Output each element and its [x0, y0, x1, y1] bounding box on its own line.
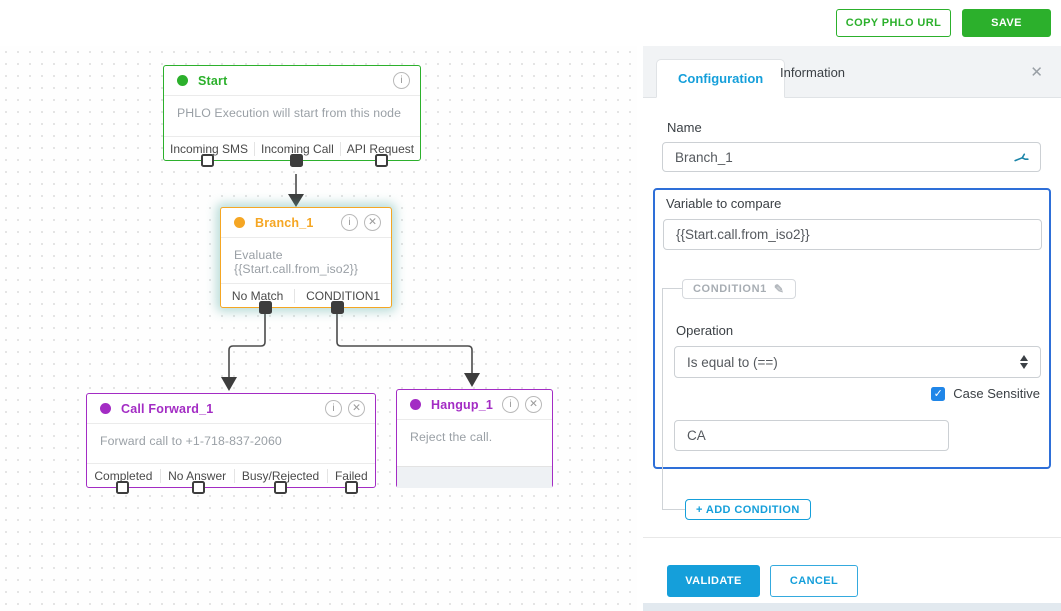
pencil-icon[interactable]: ✎ — [773, 282, 785, 296]
connector-lines — [221, 174, 480, 391]
compare-value-input[interactable]: CA — [674, 420, 949, 451]
condition1-chip[interactable]: CONDITION1 ✎ — [682, 279, 796, 299]
configuration-panel: Configuration Information ✕ Name Branch_… — [643, 46, 1061, 611]
panel-footer-divider — [643, 537, 1061, 538]
case-sensitive-label: Case Sensitive — [953, 386, 1040, 401]
select-updown-icon — [1020, 355, 1028, 369]
delete-node-icon[interactable]: ✕ — [525, 396, 542, 413]
tab-information[interactable]: Information — [780, 64, 846, 80]
port-no-match[interactable] — [259, 301, 272, 314]
case-sensitive-checkbox[interactable]: ✓ — [931, 386, 946, 401]
close-panel-icon[interactable]: ✕ — [1030, 64, 1043, 81]
condition-tree-stub — [662, 509, 685, 510]
port-condition1[interactable] — [331, 301, 344, 314]
flow-canvas[interactable]: Start i PHLO Execution will start from t… — [0, 46, 637, 611]
output-label: Completed — [94, 469, 153, 483]
edit-pen-icon[interactable] — [1013, 150, 1030, 170]
info-icon[interactable]: i — [502, 396, 519, 413]
output-label: Busy/Rejected — [233, 469, 327, 483]
compare-value: CA — [687, 428, 706, 443]
save-button[interactable]: SAVE — [962, 9, 1051, 37]
port-incoming-call[interactable] — [290, 154, 303, 167]
panel-tab-bar: Configuration Information ✕ — [643, 46, 1061, 98]
status-dot — [177, 75, 188, 86]
arrowhead — [221, 377, 237, 391]
port-failed[interactable] — [345, 481, 358, 494]
info-icon[interactable]: i — [393, 72, 410, 89]
status-dot — [410, 399, 421, 410]
variable-to-compare-label: Variable to compare — [666, 196, 782, 211]
node-description: Forward call to +1-718-837-2060 — [100, 434, 282, 448]
node-title: Start — [198, 73, 228, 88]
node-title: Hangup_1 — [431, 397, 494, 412]
node-footer-empty — [397, 466, 552, 488]
arrowhead — [288, 194, 304, 207]
output-label: CONDITION1 — [294, 289, 391, 303]
port-busy-rejected[interactable] — [274, 481, 287, 494]
connector-nomatch-callforward — [228, 313, 266, 378]
case-sensitive-row: ✓ Case Sensitive — [931, 386, 1040, 401]
copy-phlo-url-button[interactable]: COPY PHLO URL — [836, 9, 951, 37]
variable-to-compare-input[interactable]: {{Start.call.from_iso2}} — [663, 219, 1042, 250]
condition-group-box — [653, 188, 1051, 469]
delete-node-icon[interactable]: ✕ — [364, 214, 381, 231]
condition-tree-stub — [662, 288, 682, 289]
output-label: Incoming SMS — [170, 142, 249, 156]
node-branch-header: Branch_1 i ✕ — [221, 208, 391, 238]
output-label: No Answer — [159, 469, 234, 483]
node-outputs: No Match CONDITION1 — [221, 283, 391, 308]
add-condition-button[interactable]: + ADD CONDITION — [685, 499, 811, 520]
node-title: Call Forward_1 — [121, 401, 214, 416]
info-icon[interactable]: i — [341, 214, 358, 231]
port-incoming-sms[interactable] — [201, 154, 214, 167]
cancel-button[interactable]: CANCEL — [770, 565, 858, 597]
info-icon[interactable]: i — [325, 400, 342, 417]
status-dot — [100, 403, 111, 414]
node-description: Reject the call. — [410, 430, 493, 444]
node-branch-1[interactable]: Branch_1 i ✕ Evaluate {{Start.call.from_… — [220, 207, 392, 314]
port-completed[interactable] — [116, 481, 129, 494]
condition-tree-line — [662, 288, 663, 509]
node-hangup-header: Hangup_1 i ✕ — [397, 390, 552, 420]
port-api-request[interactable] — [375, 154, 388, 167]
node-start[interactable]: Start i PHLO Execution will start from t… — [163, 65, 421, 167]
node-start-header: Start i — [164, 66, 420, 96]
port-no-answer[interactable] — [192, 481, 205, 494]
condition1-chip-label: CONDITION1 — [693, 283, 767, 295]
name-value: Branch_1 — [675, 149, 733, 165]
connector-condition1-hangup — [336, 313, 473, 374]
node-outputs: Completed No Answer Busy/Rejected Failed — [87, 463, 375, 488]
operation-label: Operation — [676, 323, 734, 338]
node-description: PHLO Execution will start from this node — [177, 106, 402, 120]
name-input[interactable]: Branch_1 — [662, 142, 1041, 172]
arrowhead — [464, 373, 480, 387]
node-hangup-1[interactable]: Hangup_1 i ✕ Reject the call. — [396, 389, 553, 488]
node-outputs: Incoming SMS Incoming Call API Request — [164, 136, 420, 161]
top-bar: COPY PHLO URL SAVE — [0, 0, 1061, 46]
output-label: API Request — [339, 142, 420, 156]
node-description: Evaluate {{Start.call.from_iso2}} — [234, 248, 359, 276]
name-label: Name — [667, 120, 702, 135]
node-title: Branch_1 — [255, 215, 314, 230]
node-call-forward-1[interactable]: Call Forward_1 i ✕ Forward call to +1-71… — [86, 393, 376, 494]
output-label: Incoming Call — [254, 142, 340, 156]
delete-node-icon[interactable]: ✕ — [348, 400, 365, 417]
output-label: Failed — [326, 469, 375, 483]
status-dot — [234, 217, 245, 228]
validate-button[interactable]: VALIDATE — [667, 565, 760, 597]
variable-value: {{Start.call.from_iso2}} — [676, 227, 810, 242]
tab-configuration[interactable]: Configuration — [656, 59, 786, 98]
output-label: No Match — [231, 289, 284, 303]
operation-value: Is equal to (==) — [687, 354, 778, 370]
operation-select[interactable]: Is equal to (==) — [674, 346, 1041, 378]
panel-bottom-strip — [643, 603, 1061, 611]
node-call-forward-header: Call Forward_1 i ✕ — [87, 394, 375, 424]
